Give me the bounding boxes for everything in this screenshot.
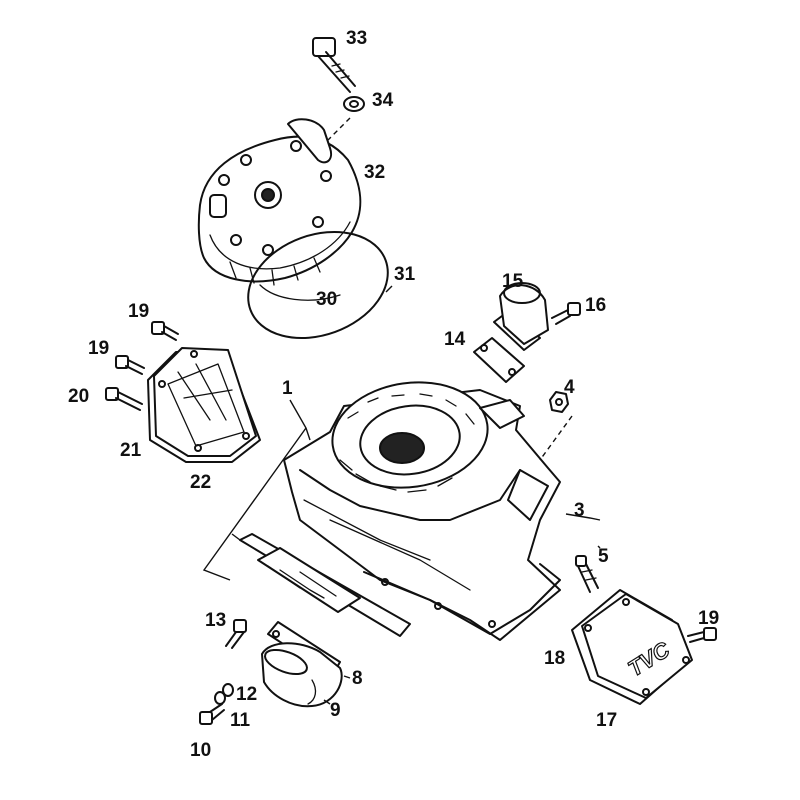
part-20-screw: [105, 387, 143, 411]
part-4-nut: [549, 391, 569, 413]
callout-5: 5: [598, 546, 609, 567]
callout-3: 3: [574, 500, 585, 521]
part-10-screw: [199, 703, 225, 725]
leader-3: [565, 513, 601, 521]
callout-14: 14: [444, 329, 466, 350]
callout-17: 17: [596, 710, 617, 731]
part-16-flange-screw: [551, 302, 581, 325]
leader-lines: [202, 285, 601, 705]
leader-5: [597, 545, 601, 549]
callout-22: 22: [190, 472, 211, 493]
part-31-outer-o-ring: [247, 230, 389, 340]
part-33-head-bolt: [312, 37, 356, 93]
callout-8: 8: [352, 668, 363, 689]
leader-31: [385, 285, 393, 293]
part-9-intake-manifold: [261, 642, 343, 708]
part-19c-cover-screw: [687, 627, 717, 643]
leader-1-reed: [231, 533, 241, 541]
part-17-valve-cover: TVC: [581, 593, 693, 699]
callout-1: 1: [282, 378, 293, 399]
leader-9: [323, 699, 331, 705]
callout-19c: 19: [698, 608, 719, 629]
callout-19a: 19: [128, 301, 149, 322]
callout-30: 30: [316, 289, 337, 310]
part-22-side-cover: [153, 347, 257, 457]
part-12-washer: [222, 683, 234, 697]
part-19a-screw: [151, 321, 179, 341]
leader-8: [343, 675, 351, 679]
callout-34: 34: [372, 90, 394, 111]
callout-4: 4: [564, 377, 575, 398]
callout-31: 31: [394, 264, 416, 285]
part-19b-screw: [115, 355, 145, 375]
callout-16: 16: [585, 295, 606, 316]
callout-19b: 19: [88, 338, 109, 359]
leader-1-bracket: [202, 427, 307, 581]
callout-32: 32: [364, 162, 385, 183]
part-3-base-gasket: [363, 563, 561, 635]
part-13-screw: [225, 619, 247, 649]
leader-34: [319, 117, 351, 149]
part-32-cylinder-head: [197, 118, 362, 286]
callout-10: 10: [190, 740, 211, 761]
part-11-lock-washer: [214, 691, 226, 705]
part-14-flange-gasket: [473, 337, 525, 383]
callout-15: 15: [502, 271, 524, 292]
part-15-exhaust-flange: [493, 282, 549, 351]
callout-13: 13: [205, 610, 226, 631]
callout-21: 21: [120, 440, 142, 461]
callout-33: 33: [346, 28, 367, 49]
callout-labels: 33 34 32 31 30 15 16 14 4 1 3 5 19 19 20…: [68, 28, 719, 761]
part-1-cylinder: [283, 381, 561, 641]
part-34-washer: [343, 96, 365, 112]
part-30-inner-o-ring: [259, 284, 341, 301]
callout-18: 18: [544, 648, 565, 669]
callout-12: 12: [236, 684, 257, 705]
leader-4: [539, 415, 573, 461]
part-5-stud: [575, 555, 599, 593]
leader-1-top: [289, 399, 311, 441]
callout-11: 11: [230, 710, 251, 731]
callout-20: 20: [68, 386, 89, 407]
callout-9: 9: [330, 700, 341, 721]
